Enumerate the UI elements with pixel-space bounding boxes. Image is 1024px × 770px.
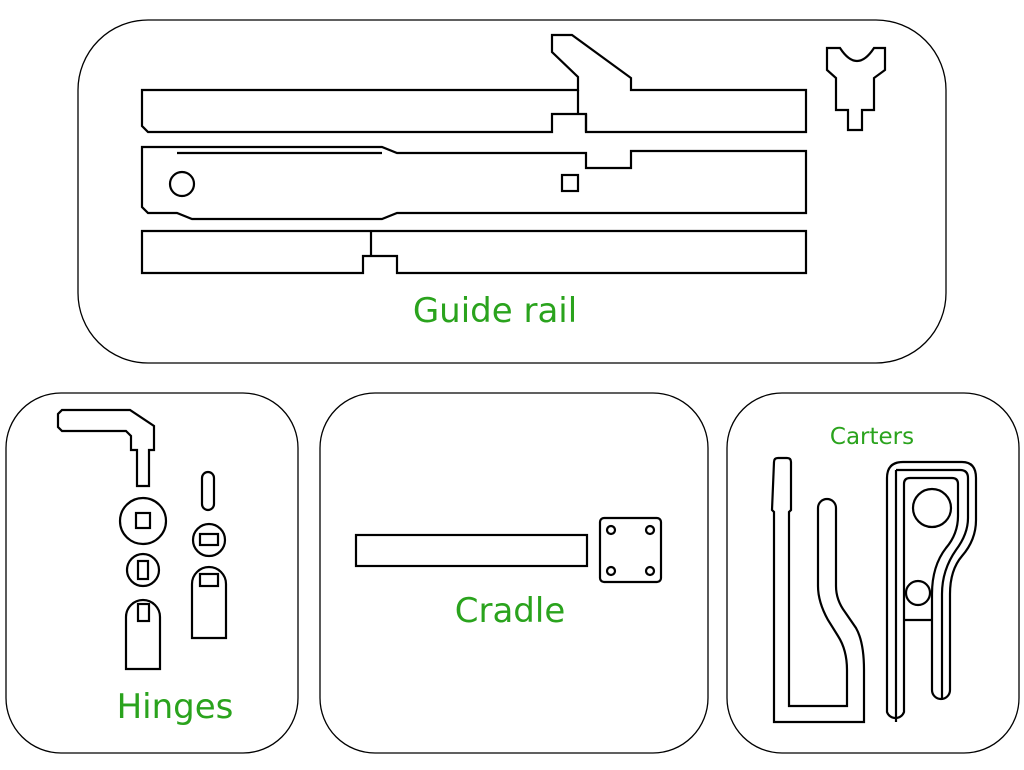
hinges-label: Hinges [117, 687, 234, 727]
carter-loop-inner [894, 468, 970, 722]
guide-rail-panel: Guide rail [77, 19, 947, 364]
cradle-plate-hole [605, 565, 617, 577]
hinge-small-tongue-slot [198, 572, 220, 588]
cradle-panel: Cradle [319, 392, 709, 754]
guide-rail-middle-piece [140, 145, 808, 221]
hinges-panel: Hinges [5, 392, 299, 754]
guide-rail-pivot-hole [168, 170, 196, 198]
hinge-large-tongue-slot [136, 602, 151, 623]
guide-rail-top-joint [576, 90, 588, 132]
carter-small-hole [904, 579, 932, 607]
guide-rail-label: Guide rail [413, 291, 577, 331]
hinge-pin [200, 470, 216, 512]
hinge-bent-arm [56, 408, 156, 488]
hinge-large-washer-slot [134, 511, 152, 530]
carter-loop-outer [885, 460, 978, 720]
cradle-plate-hole [644, 565, 656, 577]
carter-u-wire [770, 456, 866, 724]
cradle-mount-plate [598, 516, 663, 584]
hinge-medium-washer [191, 522, 227, 558]
carters-panel: Carters [726, 392, 1020, 754]
hinge-small-tongue [190, 565, 228, 640]
cradle-plate-hole [605, 524, 617, 536]
guide-rail-square-slot [560, 173, 580, 193]
hinge-medium-washer-slot [198, 532, 220, 547]
carter-large-hole [911, 487, 953, 529]
hinge-small-washer-slot [136, 559, 150, 581]
hinge-large-tongue [124, 598, 162, 671]
cradle-plate-hole [644, 524, 656, 536]
cradle-bar [354, 533, 589, 568]
cradle-label: Cradle [455, 591, 566, 631]
carters-label: Carters [830, 424, 914, 450]
hinge-small-washer [125, 552, 161, 588]
guide-rail-top-piece [140, 33, 808, 134]
guide-rail-fork-piece [825, 46, 887, 132]
hinge-large-washer [118, 496, 168, 546]
guide-rail-bottom-piece [140, 229, 808, 275]
